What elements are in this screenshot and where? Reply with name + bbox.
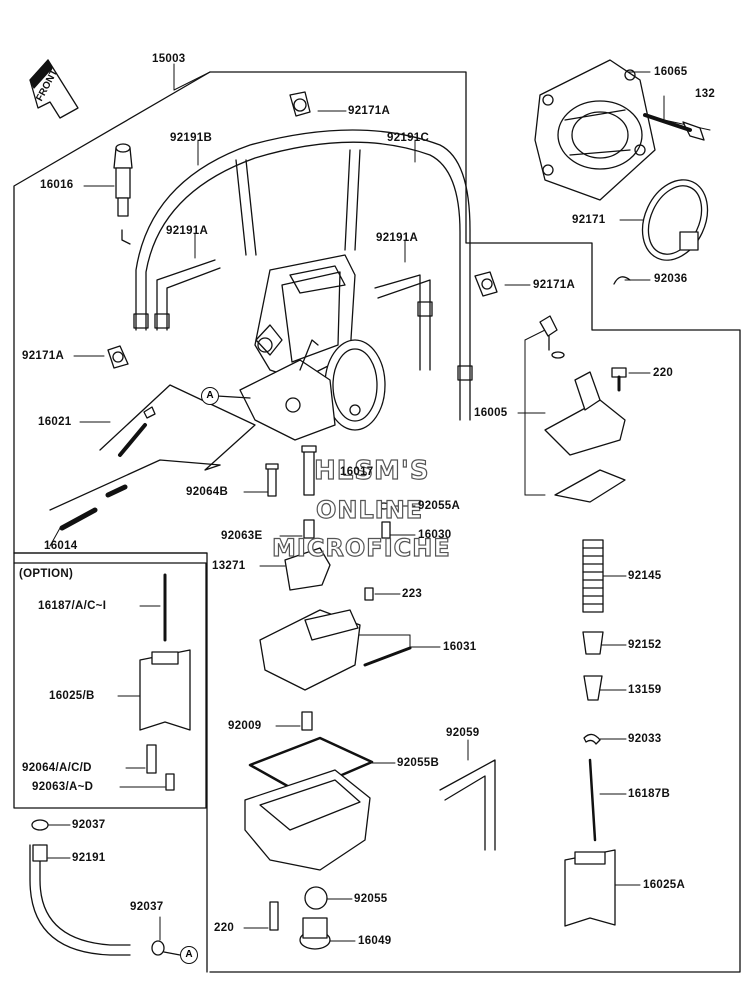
part-label-16030: 16030	[418, 529, 452, 541]
part-label-16016: 16016	[40, 179, 74, 191]
part-label-223: 223	[402, 588, 423, 600]
main-jet-part	[583, 675, 603, 701]
part-label-132: 132	[695, 88, 716, 100]
part-label-92152: 92152	[628, 639, 662, 651]
bolt-part	[643, 113, 705, 141]
part-label-220-top: 220	[653, 367, 674, 379]
float-bowl-part	[244, 711, 496, 950]
part-label-16017: 16017	[340, 466, 374, 478]
callout-a-upper: A	[201, 387, 219, 405]
top-cover-part	[539, 315, 626, 503]
part-label-92055a: 92055A	[418, 500, 461, 512]
cover-screw-part	[611, 367, 627, 392]
front-arrow-icon	[29, 59, 79, 119]
part-label-16049: 16049	[358, 935, 392, 947]
throttle-stop-screw-part	[99, 384, 256, 471]
drain-hose-part	[29, 844, 131, 956]
part-label-13271: 13271	[212, 560, 246, 572]
jet-needle-group-part	[265, 445, 391, 539]
part-label-16005: 16005	[474, 407, 508, 419]
option-jet-part	[146, 744, 175, 791]
option-holder-part	[139, 649, 191, 731]
carburetor-body-part	[239, 254, 386, 441]
part-label-92033: 92033	[628, 733, 662, 745]
part-label-92055: 92055	[354, 893, 388, 905]
part-label-92064-acd: 92064/A/C/D	[22, 762, 92, 774]
part-label-13159: 13159	[628, 684, 662, 696]
assembly-boundary-lines	[13, 71, 741, 973]
part-label-92191a-right: 92191A	[376, 232, 419, 244]
part-label-220-bottom: 220	[214, 922, 235, 934]
hose-clip-bottom-part	[151, 940, 181, 956]
part-label-16014: 16014	[44, 540, 78, 552]
part-label-92009: 92009	[228, 720, 262, 732]
callout-a-lower: A	[180, 946, 198, 964]
needle-clip-part	[583, 733, 601, 745]
small-clamp-left-part	[107, 345, 129, 369]
jet-needle-part	[588, 758, 597, 842]
watermark-line-2: ONLINE	[315, 495, 424, 524]
part-label-92171a-top: 92171A	[348, 105, 391, 117]
intake-manifold-part	[534, 59, 656, 201]
vent-hoses-part	[133, 129, 473, 421]
part-label-16187-ac: 16187/A/C~I	[38, 600, 107, 612]
hose-clip-top-part	[31, 819, 49, 831]
part-label-92191b: 92191B	[170, 132, 213, 144]
clip-part	[613, 276, 631, 285]
part-label-16065: 16065	[654, 66, 688, 78]
part-label-92191c: 92191C	[387, 132, 430, 144]
part-label-16025a: 16025A	[643, 879, 686, 891]
part-label-92171: 92171	[572, 214, 606, 226]
hose-clamp-part	[641, 179, 709, 261]
part-label-15003: 15003	[152, 53, 186, 65]
part-label-92037-top: 92037	[72, 819, 106, 831]
air-screw-fitting-part	[113, 143, 133, 245]
needle-seat-part	[582, 631, 604, 655]
part-label-92063e: 92063E	[221, 530, 263, 542]
float-spring-part	[582, 539, 604, 613]
needle-jet-holder-part	[564, 849, 616, 927]
part-label-16025b: 16025/B	[49, 690, 95, 702]
part-label-16031: 16031	[443, 641, 477, 653]
throttle-valve-part	[259, 547, 412, 691]
watermark-line-1: HLSM'S	[313, 455, 430, 486]
part-label-92191a-left: 92191A	[166, 225, 209, 237]
callout-line-top	[216, 395, 251, 399]
part-label-92171a-right: 92171A	[533, 279, 576, 291]
part-label-16021: 16021	[38, 416, 72, 428]
part-label-92145: 92145	[628, 570, 662, 582]
leader-lines	[47, 63, 711, 942]
part-label-92063-ad: 92063/A~D	[32, 781, 94, 793]
part-label-92036: 92036	[654, 273, 688, 285]
part-label-16187b: 16187B	[628, 788, 671, 800]
watermark-line-3: MICROFICHE	[271, 533, 451, 562]
part-label-92059: 92059	[446, 727, 480, 739]
small-clamp-top-part	[289, 91, 311, 117]
small-clamp-right-part	[474, 271, 498, 297]
part-label-92064b: 92064B	[186, 486, 229, 498]
part-label-92055b: 92055B	[397, 757, 440, 769]
pilot-screw-part	[49, 459, 221, 531]
part-label-92191: 92191	[72, 852, 106, 864]
option-label: (OPTION)	[19, 568, 74, 580]
part-label-92171a-left: 92171A	[22, 350, 65, 362]
part-label-92037-bottom: 92037	[130, 901, 164, 913]
